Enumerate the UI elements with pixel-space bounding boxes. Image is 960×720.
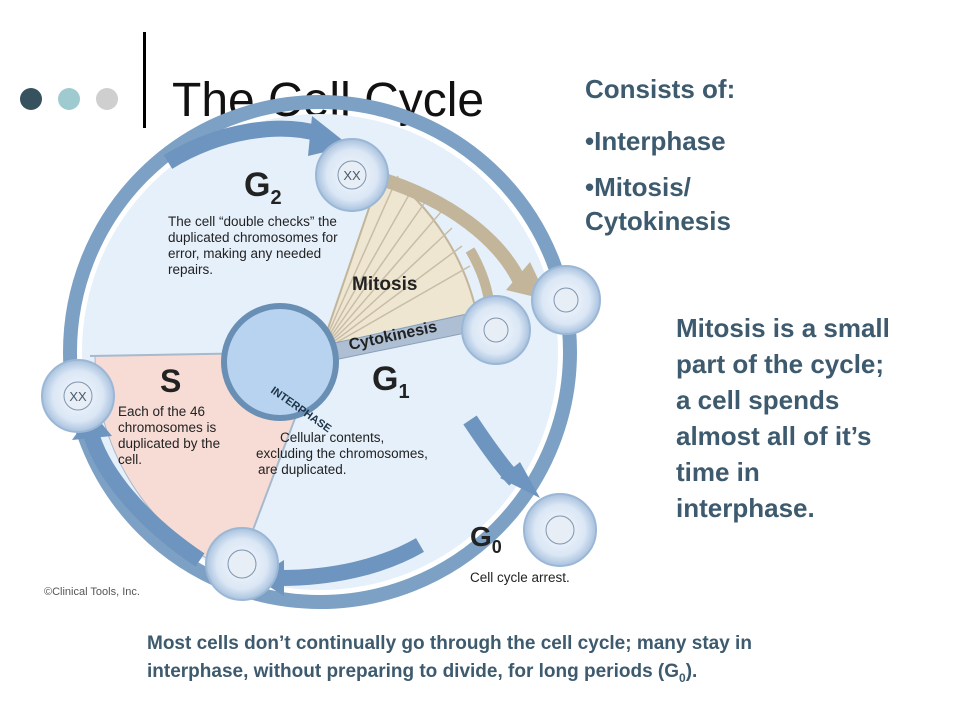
g2-label: G2 [244,166,282,209]
s-description: Each of the 46 chromosomes is duplicated… [118,404,220,467]
bullet-dot-light [96,88,118,110]
footnote: Most cells don’t continually go through … [147,630,947,692]
mitosis-stripes [319,175,471,353]
copyright: ©Clinical Tools, Inc. [44,586,140,598]
svg-text:Each of the 46: Each of the 46 [118,404,205,419]
g0-description: Cell cycle arrest. [470,570,570,585]
svg-text:chromosomes is: chromosomes is [118,420,217,435]
title-divider [143,32,146,128]
svg-text:The cell “double checks” the: The cell “double checks” the [168,214,337,229]
mitosis-arrow [375,171,527,286]
arrow-bottom [279,538,424,586]
s-label: S [160,363,181,399]
consists-list: Consists of: •Interphase •Mitosis/ Cytok… [585,72,915,250]
svg-text:XX: XX [69,389,87,404]
consists-heading: Consists of: [585,74,736,104]
note-line: part of the cycle; [676,349,885,379]
footnote-line-1: Most cells don’t continually go through … [147,633,752,654]
cell-g0 [523,493,597,567]
cell-daughter-1 [531,265,601,335]
cell-s: XX [41,359,115,433]
svg-text:duplicated by the: duplicated by the [118,436,220,451]
bullet-dot-teal [58,88,80,110]
mitosis-label: Mitosis [352,274,417,295]
svg-text:Cellular contents,: Cellular contents, [280,430,384,445]
svg-text:error, making any needed: error, making any needed [168,246,321,261]
mitosis-note: Mitosis is a small part of the cycle; a … [676,310,956,526]
nucleus [234,316,326,408]
arrowhead-g0 [500,462,540,498]
note-line: almost all of it’s [676,421,872,451]
note-line: time in [676,457,760,487]
note-line: a cell spends [676,385,840,415]
cycle-ring [63,95,577,609]
g1-label: G1 [372,360,410,403]
svg-text:repairs.: repairs. [168,262,213,277]
cell-g2: XX [315,138,389,212]
svg-text:duplicated chromosomes for: duplicated chromosomes for [168,230,338,245]
arrow-to-g2 [163,120,323,169]
cell-daughter-2 [461,295,531,365]
note-line: interphase. [676,493,815,523]
g0-label: G0 [470,521,502,557]
svg-text:cell.: cell. [118,452,142,467]
svg-text:excluding the chromosomes,: excluding the chromosomes, [256,446,428,461]
svg-text:XX: XX [343,168,361,183]
list-item-interphase: •Interphase [585,126,726,156]
arrow-to-s [82,427,205,567]
bullet-dot-dark [20,88,42,110]
note-line: Mitosis is a small [676,313,890,343]
g2-description: The cell “double checks” the duplicated … [168,214,338,277]
list-item-mitosis: •Mitosis/ [585,172,691,202]
cell-g1 [205,527,279,601]
svg-text:are duplicated.: are duplicated. [258,462,347,477]
list-item-cytokinesis: Cytokinesis [585,206,731,236]
g1-description: Cellular contents, excluding the chromos… [256,430,428,477]
footnote-line-2: interphase, without preparing to divide,… [147,661,698,685]
